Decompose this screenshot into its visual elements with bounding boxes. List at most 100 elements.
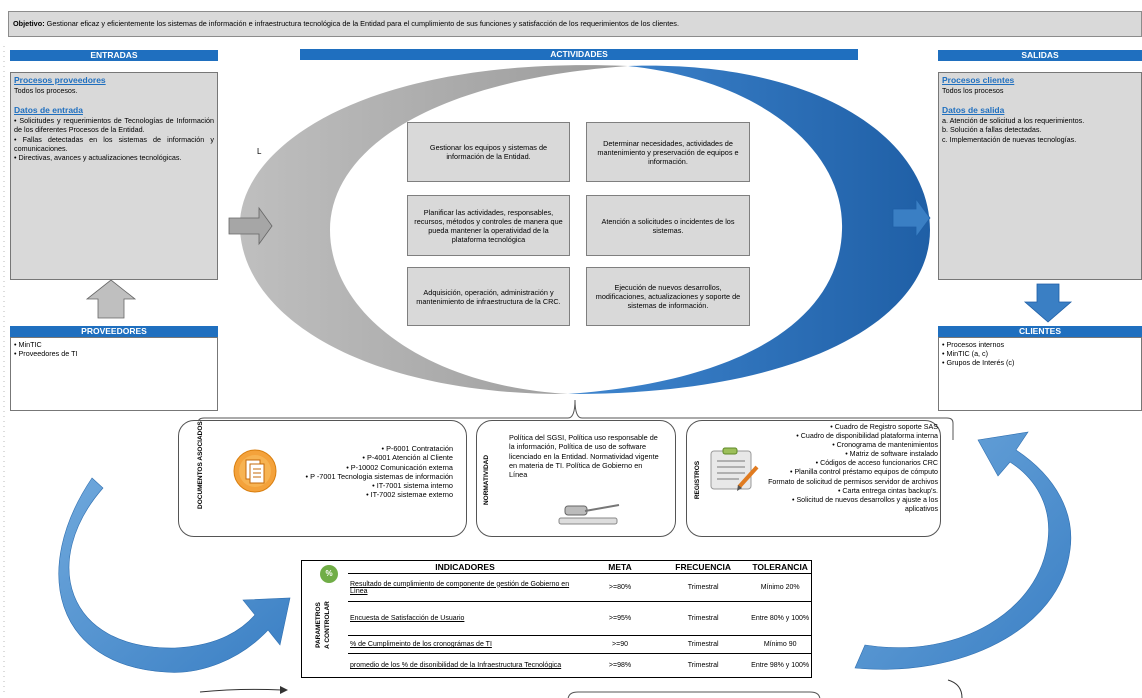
left-swoop-arrow bbox=[58, 477, 291, 673]
registro-item: • Cuadro de Registro soporte SAS bbox=[830, 423, 938, 431]
actividades-header: ACTIVIDADES bbox=[300, 49, 858, 60]
documento-item: • P-10002 Comunicación externa bbox=[346, 462, 453, 472]
table-row: Resultado de cumplimiento de componente … bbox=[348, 573, 812, 602]
bottom-box-outline bbox=[567, 691, 821, 698]
registro-item: • Cuadro de disponibilidad plataforma in… bbox=[796, 432, 938, 441]
blue-arrow-right bbox=[892, 197, 931, 239]
documento-item: • P-4001 Atención al Cliente bbox=[362, 453, 453, 463]
documento-item: • IT-7001 sistema interno bbox=[372, 481, 453, 491]
objective-label: Objetivo: bbox=[13, 19, 45, 28]
registro-item: • Carta entrega cintas backup's. bbox=[837, 486, 938, 495]
col-tolerancia: TOLERANCIA bbox=[748, 561, 812, 574]
salidas-item: c. Implementación de nuevas tecnologías. bbox=[942, 134, 1077, 144]
indicador-frecuencia: Trimestral bbox=[658, 635, 749, 654]
indicador-name: Encuesta de Satisfacción de Usuario bbox=[348, 601, 583, 636]
salidas-panel: Procesos clientes Todos los procesos Dat… bbox=[938, 72, 1142, 280]
objective-text: Gestionar eficaz y eficientemente los si… bbox=[46, 19, 679, 28]
indicador-tolerancia: Mínimo 90 bbox=[748, 635, 812, 654]
indicador-tolerancia: Entre 98% y 100% bbox=[748, 653, 812, 678]
indicador-meta: >=95% bbox=[582, 601, 658, 636]
entradas-item: • Solicitudes y requerimientos de Tecnol… bbox=[14, 116, 214, 135]
cliente-item: • Procesos internos bbox=[942, 340, 1005, 349]
documentos-list: • P-6001 Contratación • P-4001 Atención … bbox=[279, 444, 454, 500]
registro-item: • Matriz de software instalado bbox=[845, 450, 938, 459]
indicador-tolerancia: Mínimo 20% bbox=[748, 573, 812, 602]
right-swoop-arrow bbox=[854, 431, 1072, 670]
documento-item: • IT-7002 sistemae externo bbox=[366, 490, 453, 500]
salidas-header: SALIDAS bbox=[938, 50, 1142, 61]
activity-box: Atención a solicitudes o incidentes de l… bbox=[586, 195, 750, 256]
blue-arrow-down bbox=[1023, 283, 1073, 323]
brace bbox=[197, 399, 954, 440]
registro-item: • Planilla control préstamo equipos de c… bbox=[790, 468, 938, 477]
documento-item: • P -7001 Tecnologia sistemas de informa… bbox=[305, 471, 454, 481]
stray-mark: L bbox=[257, 147, 262, 156]
entradas-header: ENTRADAS bbox=[10, 50, 218, 61]
activity-box: Ejecución de nuevos desarrollos, modific… bbox=[586, 267, 750, 326]
objective-bar: Objetivo: Gestionar eficaz y eficienteme… bbox=[8, 11, 1142, 37]
parametros-label: PARAMETROS A CONTROLAR bbox=[314, 594, 332, 656]
gray-crescent bbox=[239, 65, 628, 395]
salidas-clientes-text: Todos los procesos bbox=[942, 86, 1004, 95]
salidas-datos-title: Datos de salida bbox=[942, 105, 1005, 116]
registro-item: • Cronograma de mantenimientos bbox=[832, 441, 938, 450]
bottom-small-arrow bbox=[199, 688, 283, 693]
indicador-meta: >=90 bbox=[582, 635, 658, 654]
col-meta: META bbox=[582, 561, 658, 574]
entradas-proveedores-text: Todos los procesos. bbox=[14, 86, 78, 95]
normatividad-label: NORMATIVIDAD bbox=[483, 454, 490, 506]
registros-list: • Cuadro de Registro soporte SAS • Cuadr… bbox=[763, 423, 938, 514]
indicadores-table: INDICADORES META FRECUENCIA TOLERANCIA R… bbox=[348, 561, 812, 678]
activity-box: Planificar las actividades, responsables… bbox=[407, 195, 570, 256]
indicador-meta: >=98% bbox=[582, 653, 658, 678]
clientes-panel: • Procesos internos • MinTIC (a, c) • Gr… bbox=[938, 337, 1142, 411]
table-row: promedio de los % de disonibilidad de la… bbox=[348, 653, 812, 678]
documentos-label: DOCUMENTOS ASOCIADOS bbox=[197, 421, 204, 509]
documentos-box: DOCUMENTOS ASOCIADOS • P-6001 Contrataci… bbox=[178, 420, 467, 537]
registro-item: • Códigos de acceso funcionarios CRC bbox=[815, 459, 938, 468]
registros-label: REGISTROS bbox=[694, 460, 701, 500]
clientes-header: CLIENTES bbox=[938, 326, 1142, 337]
activity-box: Determinar necesidades, actividades de m… bbox=[586, 122, 750, 182]
parametros-label-1: PARAMETROS bbox=[315, 602, 322, 648]
normatividad-box: NORMATIVIDAD Política del SGSI, Política… bbox=[476, 420, 676, 537]
proveedor-item: • Proveedores de TI bbox=[14, 349, 78, 359]
indicador-meta: >=80% bbox=[582, 573, 658, 602]
proveedores-header: PROVEEDORES bbox=[10, 326, 218, 337]
entradas-item: • Directivas, avances y actualizaciones … bbox=[14, 153, 182, 163]
registro-item: • Solicitud de nuevos desarrollos y ajus… bbox=[791, 495, 938, 513]
col-frecuencia: FRECUENCIA bbox=[658, 561, 749, 574]
bottom-right-curve bbox=[947, 679, 963, 698]
entradas-item: • Fallas detectadas en los sistemas de i… bbox=[14, 134, 214, 153]
documento-item: • P-6001 Contratación bbox=[381, 444, 453, 453]
activity-box: Adquisición, operación, administración y… bbox=[407, 267, 570, 326]
bottom-arrowhead bbox=[280, 686, 288, 694]
col-indicadores: INDICADORES bbox=[348, 561, 583, 574]
clipboard-icon bbox=[710, 447, 759, 491]
salidas-clientes-title: Procesos clientes bbox=[942, 75, 1015, 85]
entradas-panel: Procesos proveedores Todos los procesos.… bbox=[10, 72, 218, 280]
activity-box: Gestionar los equipos y sistemas de info… bbox=[407, 122, 570, 182]
entradas-proveedores-title: Procesos proveedores bbox=[14, 75, 106, 85]
proveedor-item: • MinTIC bbox=[14, 340, 42, 349]
indicador-tolerancia: Entre 80% y 100% bbox=[748, 601, 812, 636]
indicador-name: Resultado de cumplimiento de componente … bbox=[348, 573, 583, 602]
percent-badge-icon: % bbox=[320, 565, 338, 583]
table-row: % de Cumplimeinto de los cronográmas de … bbox=[348, 635, 812, 654]
indicador-frecuencia: Trimestral bbox=[658, 653, 749, 678]
indicadores-panel: % PARAMETROS A CONTROLAR INDICADORES MET… bbox=[301, 560, 812, 678]
salidas-item: b. Solución a fallas detectadas. bbox=[942, 125, 1042, 135]
gavel-icon bbox=[558, 504, 620, 525]
salidas-item: a. Atención de solicitud a los requerimi… bbox=[942, 116, 1085, 126]
gray-arrow-right bbox=[228, 206, 273, 246]
cliente-item: • Grupos de Interés (c) bbox=[942, 358, 1015, 368]
gray-arrow-up bbox=[85, 279, 137, 319]
indicador-name: % de Cumplimeinto de los cronográmas de … bbox=[348, 635, 583, 654]
proveedores-panel: • MinTIC • Proveedores de TI bbox=[10, 337, 218, 411]
document-icon bbox=[233, 449, 277, 493]
indicador-frecuencia: Trimestral bbox=[658, 573, 749, 602]
parametros-label-2: A CONTROLAR bbox=[324, 601, 331, 649]
table-row: Encuesta de Satisfacción de Usuario >=95… bbox=[348, 601, 812, 636]
entradas-datos-title: Datos de entrada bbox=[14, 105, 83, 116]
